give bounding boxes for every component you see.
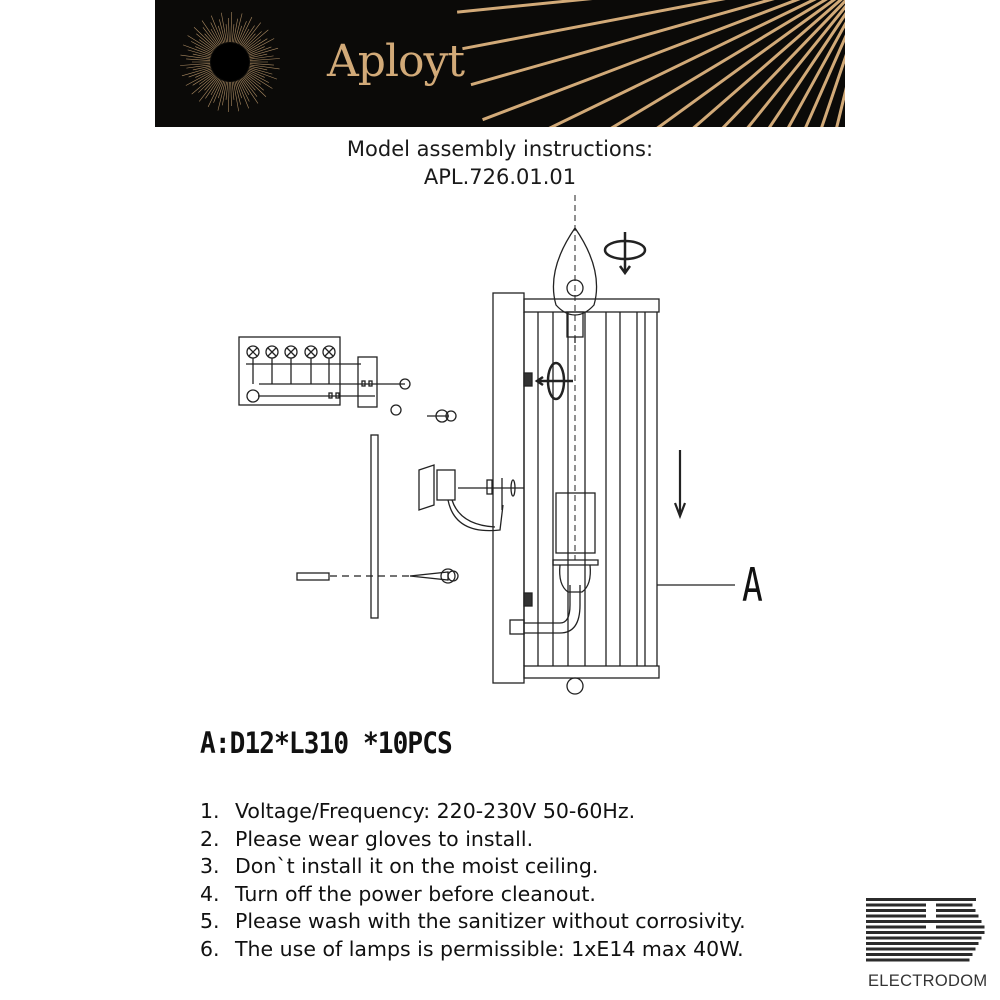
part-a-label: A: [742, 558, 763, 612]
wall-surface: [370, 434, 379, 619]
instructions-list: 1. Voltage/Frequency: 220-230V 50-60Hz. 2…: [200, 798, 746, 964]
electrodom-logo-icon: [866, 898, 985, 962]
instruction-item: 5. Please wash with the sanitizer without…: [200, 908, 746, 936]
lamp-frame: [509, 298, 660, 695]
item-text: Voltage/Frequency: 220-230V 50-60Hz.: [235, 799, 636, 823]
instruction-item: 4. Turn off the power before cleanout.: [200, 881, 746, 909]
candle-bulb-e14: [552, 195, 598, 560]
brand-logo: Aployt: [327, 36, 465, 87]
document-title: Model assembly instructions:: [346, 137, 654, 161]
item-number: 3.: [200, 854, 220, 879]
item-text: Don`t install it on the moist ceiling.: [235, 854, 599, 879]
instruction-item: 6. The use of lamps is permissible: 1xE14…: [200, 936, 746, 964]
rotate-icon: [603, 232, 647, 276]
instruction-item: 1. Voltage/Frequency: 220-230V 50-60Hz.: [200, 798, 746, 826]
wiring-schematic: [238, 336, 411, 416]
item-text: Turn off the power before cleanout.: [235, 881, 596, 906]
item-text: Please wash with the sanitizer without c…: [235, 909, 746, 934]
item-number: 5.: [200, 909, 220, 934]
screw-small-icon: [427, 409, 457, 423]
wall-anchor-and-screw-icon: [296, 568, 459, 584]
model-number: APL.726.01.01: [423, 165, 577, 189]
instruction-item: 2. Please wear gloves to install.: [200, 826, 746, 854]
item-text: The use of lamps is permissible: 1xE14 m…: [235, 936, 744, 961]
rotate-screw-icon: [534, 361, 573, 401]
part-spec: A:D12*L310 *10PCS: [200, 726, 453, 760]
instruction-item: 3. Don`t install it on the moist ceiling.: [200, 853, 746, 881]
electrodom-logo-text: ELECTRODOM: [868, 972, 988, 990]
mounting-bracket-wiring: [418, 464, 524, 532]
sunburst-decoration: [180, 0, 845, 127]
brand-banner: Aployt: [155, 0, 845, 127]
item-number: 6.: [200, 936, 220, 961]
item-text: Please wear gloves to install.: [235, 826, 534, 851]
arrow-down-icon: [673, 450, 687, 520]
item-number: 1.: [200, 799, 220, 823]
item-number: 4.: [200, 881, 220, 906]
item-number: 2.: [200, 826, 220, 851]
